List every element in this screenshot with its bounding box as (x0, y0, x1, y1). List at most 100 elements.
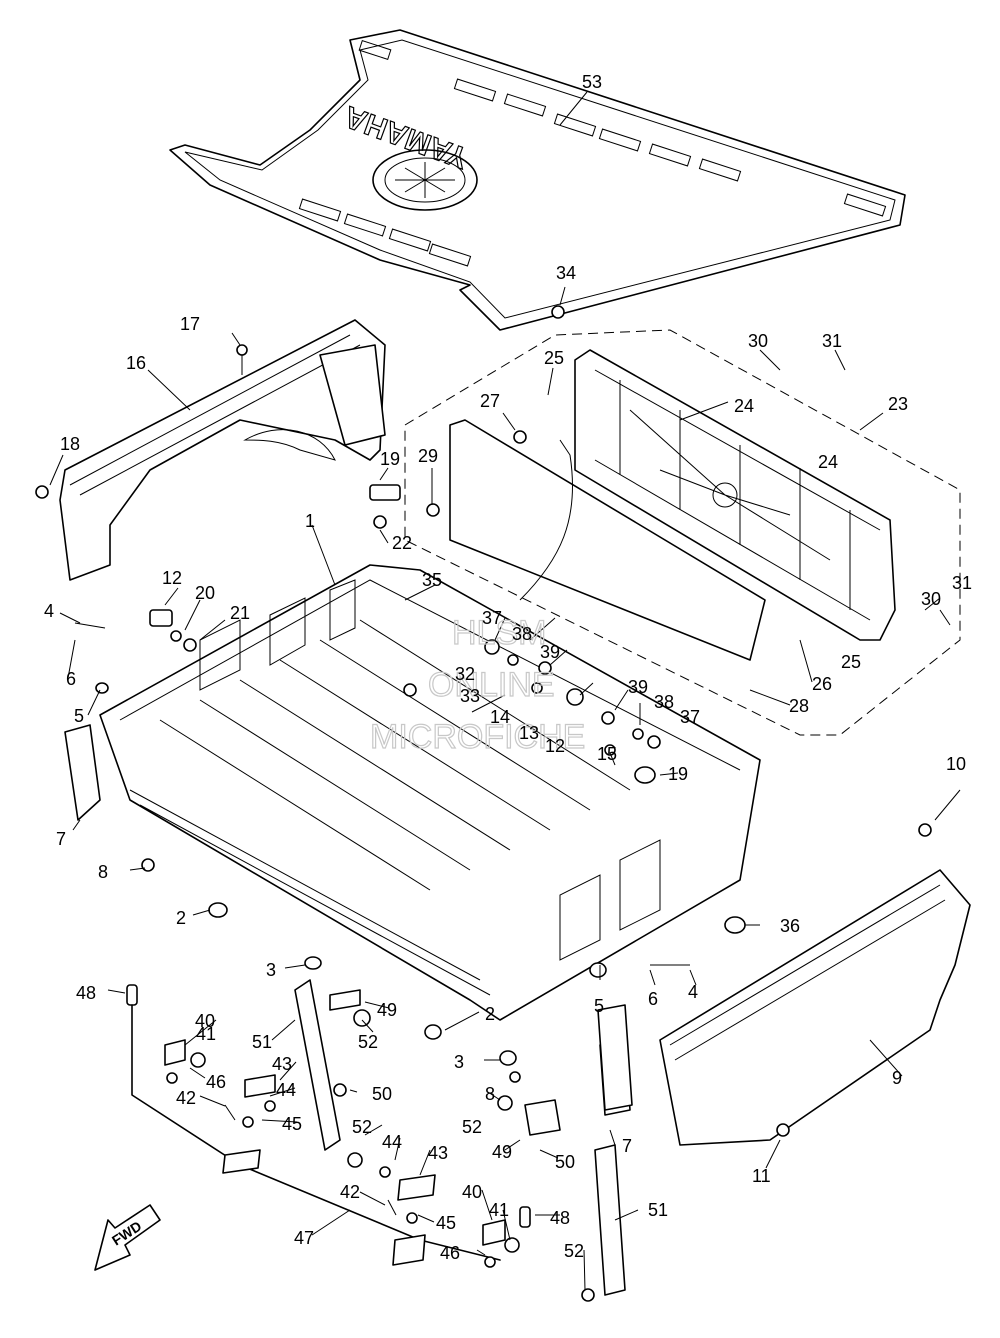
part-label: 6 (648, 989, 658, 1009)
part-label: 7 (56, 829, 66, 849)
tailgate-panel (449, 419, 766, 661)
part-label: 12 (162, 568, 182, 588)
part-label: 30 (921, 589, 941, 609)
part-label: 4 (688, 982, 698, 1002)
part-label: 22 (392, 533, 412, 553)
part-label: 28 (789, 696, 809, 716)
part-label: 35 (422, 570, 442, 590)
part-label: 43 (272, 1054, 292, 1074)
part-label: 38 (654, 692, 674, 712)
tailgate-dashed-outline (404, 329, 961, 736)
part-label: 19 (668, 764, 688, 784)
watermark-line-2: ONLINE (428, 666, 555, 704)
part-label: 45 (282, 1114, 302, 1134)
part-label: 3 (266, 960, 276, 980)
part-label: 34 (556, 263, 576, 283)
part-label: 3 (454, 1052, 464, 1072)
part-label: 25 (544, 348, 564, 368)
part-label: 46 (206, 1072, 226, 1092)
part-label: 12 (545, 736, 565, 756)
part-label: 2 (176, 908, 186, 928)
part-label: 17 (180, 314, 200, 334)
part-label: 50 (555, 1152, 575, 1172)
part-label: 49 (377, 1000, 397, 1020)
part-label: 8 (485, 1084, 495, 1104)
part-label: 5 (594, 996, 604, 1016)
cargo-bed (99, 564, 761, 1021)
part-label: 24 (818, 452, 838, 472)
part-label: 27 (480, 391, 500, 411)
part-label: 15 (597, 744, 617, 764)
part-label: 5 (74, 706, 84, 726)
part-label: 29 (418, 446, 438, 466)
part-label: 50 (372, 1084, 392, 1104)
part-label: 18 (60, 434, 80, 454)
part-label: 52 (564, 1241, 584, 1261)
part-label: 37 (482, 608, 502, 628)
part-label: 52 (352, 1117, 372, 1137)
part-label: 52 (462, 1117, 482, 1137)
watermark-line-1: HLSM (452, 614, 546, 652)
part-label: 49 (492, 1142, 512, 1162)
part-label: 25 (841, 652, 861, 672)
part-label: 11 (752, 1166, 771, 1186)
part-label: 24 (734, 396, 754, 416)
part-label: 31 (952, 573, 972, 593)
part-label: 10 (946, 754, 966, 774)
part-label: 21 (230, 603, 250, 623)
tailgate-frame (574, 349, 896, 641)
part-label: 8 (98, 862, 108, 882)
part-label: 31 (822, 331, 842, 351)
part-label: 16 (126, 353, 146, 373)
part-label: 43 (428, 1143, 448, 1163)
watermark-line-3: MICROFICHE (370, 718, 585, 756)
part-label: 51 (252, 1032, 272, 1052)
part-label: 39 (540, 642, 560, 662)
part-label: 40 (195, 1011, 215, 1031)
part-label: 4 (44, 601, 54, 621)
hardware (35, 305, 932, 1302)
part-label: 30 (748, 331, 768, 351)
part-label: 48 (550, 1208, 570, 1228)
leader-lines (49, 91, 961, 1291)
part-label: 38 (512, 624, 532, 644)
part-label: 32 (455, 664, 475, 684)
part-label: 13 (519, 723, 539, 743)
part-label: 47 (294, 1228, 314, 1248)
part-label: 48 (76, 983, 96, 1003)
part-label: 20 (195, 583, 215, 603)
part-label: 2 (485, 1004, 495, 1024)
part-label: 33 (460, 686, 480, 706)
part-label: 7 (622, 1136, 632, 1156)
part-label: 37 (680, 707, 700, 727)
part-label: 51 (648, 1200, 668, 1220)
tailgate-cable (519, 439, 574, 601)
part-label: 42 (176, 1088, 196, 1108)
part-label: 52 (358, 1032, 378, 1052)
left-side-rail (59, 319, 386, 581)
part-label: 19 (380, 449, 400, 469)
part-label: 45 (436, 1213, 456, 1233)
watermark: HLSM ONLINE MICROFICHE (369, 613, 586, 756)
part-labels: 53 34 17 16 30 31 25 27 24 23 18 19 29 2… (44, 72, 972, 1263)
part-label: 41 (489, 1200, 509, 1220)
part-label: 53 (582, 72, 602, 92)
part-label: 44 (276, 1080, 296, 1100)
part-label: 23 (888, 394, 908, 414)
fwd-arrow-icon: FWD (94, 1204, 161, 1271)
part-label: 39 (628, 677, 648, 697)
part-label: 44 (382, 1132, 402, 1152)
part-label: 46 (440, 1243, 460, 1263)
bed-mat: YAMAHA (169, 29, 906, 331)
part-label: 41 (196, 1024, 216, 1044)
fender-insert (243, 429, 336, 461)
part-label: 26 (812, 674, 832, 694)
part-label: 6 (66, 669, 76, 689)
right-side-rail (659, 869, 971, 1146)
part-label: 14 (490, 707, 510, 727)
part-label: 40 (462, 1182, 482, 1202)
part-label: 42 (340, 1182, 360, 1202)
part-label: 36 (780, 916, 800, 936)
part-label: 9 (892, 1068, 902, 1088)
